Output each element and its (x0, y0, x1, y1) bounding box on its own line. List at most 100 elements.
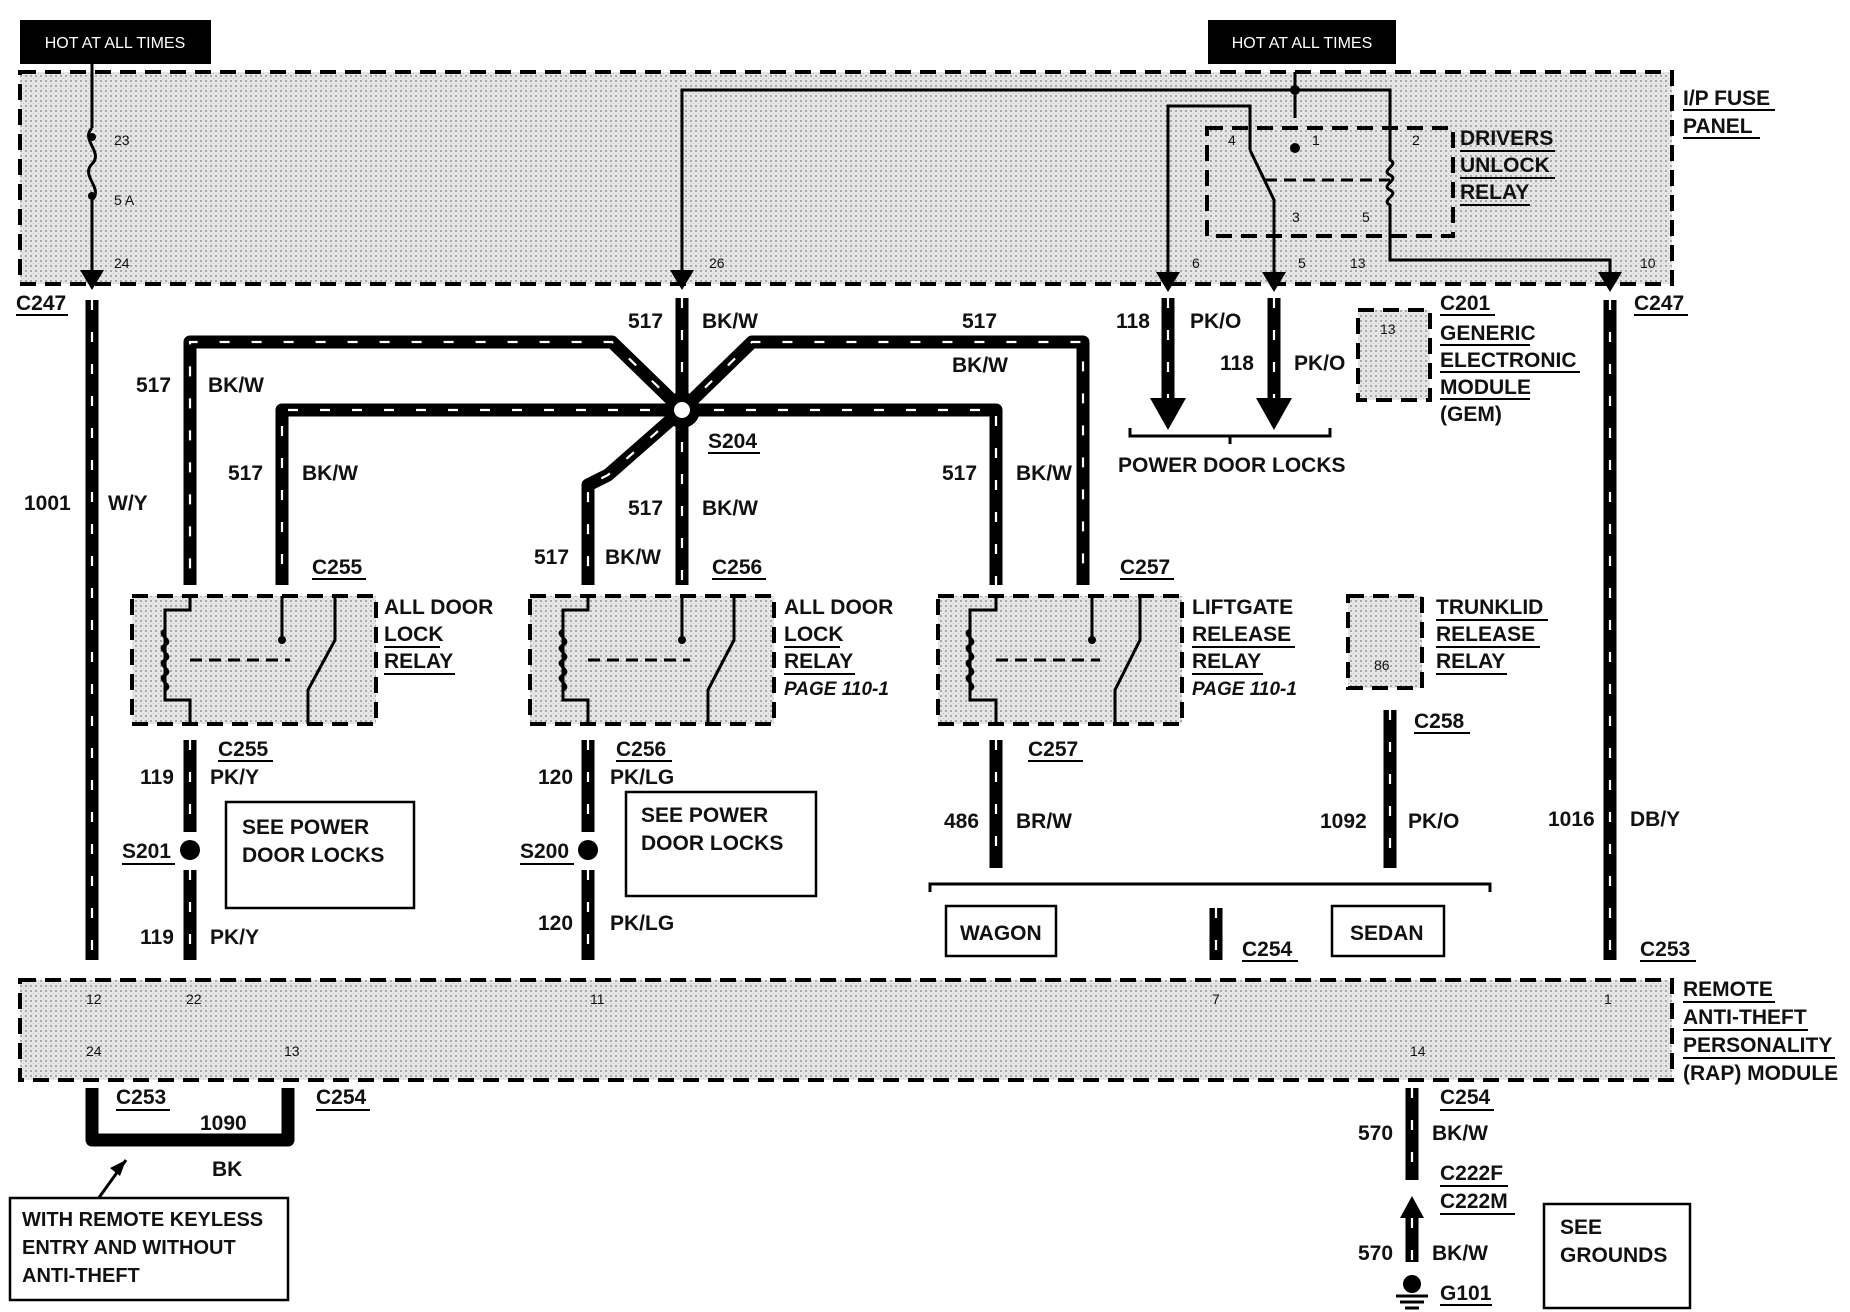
keyless-note: WITH REMOTE KEYLESS ENTRY AND WITHOUT AN… (8, 1196, 290, 1302)
keyless-note-2: ENTRY AND WITHOUT (22, 1237, 236, 1259)
wire-118b-color: PK/O (1294, 352, 1345, 375)
see-pdl-b-1: SEE POWER (641, 804, 768, 827)
all-door-lock-relay-a (130, 594, 378, 726)
fuse-rating: 5 A (114, 192, 135, 208)
wire-1090-circuit: 1090 (200, 1112, 247, 1135)
wire-119-bottom-color: PK/Y (210, 926, 259, 949)
c222-connector-mark (1400, 1196, 1424, 1218)
rap-pin-1: 1 (1604, 991, 1612, 1007)
wire-517-inner-right-color: BK/W (1016, 462, 1072, 485)
rap-module (18, 978, 1674, 1082)
wire-570-top-color: BK/W (1432, 1122, 1488, 1145)
see-power-door-locks-b: SEE POWER DOOR LOCKS (624, 790, 818, 898)
gem-connector: C201 (1440, 292, 1491, 315)
wire-486-circuit: 486 (944, 810, 979, 833)
wire-1016-color: DB/Y (1630, 808, 1680, 831)
see-grounds-1: SEE (1560, 1216, 1602, 1239)
fuse-pin-out: 24 (114, 255, 130, 271)
splice-s201-label: S201 (122, 840, 171, 863)
wire-119-top-color: PK/Y (210, 766, 259, 789)
rap-name-1: REMOTE (1683, 978, 1773, 1001)
see-pdl-a-1: SEE POWER (242, 816, 369, 839)
wire-119-top-circuit: 119 (140, 766, 174, 789)
wire-1092-circuit: 1092 (1320, 810, 1367, 833)
rap-name-2: ANTI-THEFT (1683, 1006, 1807, 1029)
power-door-locks-label: POWER DOOR LOCKS (1118, 454, 1346, 477)
wire-1016-circuit: 1016 (1548, 808, 1595, 831)
wire-517-down-circuit: 517 (628, 497, 663, 520)
wire-517-diag-circuit: 517 (534, 546, 569, 569)
ip-fuse-panel-name: I/P FUSE PANEL (1683, 87, 1775, 139)
keyless-note-3: ANTI-THEFT (22, 1265, 140, 1287)
wire-517-inner-left-circuit: 517 (228, 462, 263, 485)
relay-name-3: RELAY (1460, 181, 1529, 204)
drivers-unlock-relay-name: DRIVERS UNLOCK RELAY (1460, 127, 1555, 206)
wire-1092-color: PK/O (1408, 810, 1459, 833)
relay-b-page: PAGE 110-1 (784, 679, 889, 700)
gem-name-4: (GEM) (1440, 403, 1502, 426)
connector-c256-bottom: C256 (616, 738, 666, 761)
wire-118a-color: PK/O (1190, 310, 1241, 333)
fuse-panel-pin-6: 6 (1192, 255, 1200, 271)
liftgate-page: PAGE 110-1 (1192, 679, 1297, 700)
ground-g101: G101 (1396, 1275, 1492, 1310)
rap-module-name: REMOTE ANTI-THEFT PERSONALITY (RAP) MODU… (1683, 978, 1838, 1085)
fuse-5a: 23 5 A 24 (87, 64, 135, 278)
connector-c222m: C222M (1440, 1190, 1508, 1213)
wire-517-inner-left-color: BK/W (302, 462, 358, 485)
wire-517-top-color: BK/W (702, 310, 758, 333)
liftgate-name-3: RELAY (1192, 650, 1261, 673)
rap-pin-7: 7 (1212, 991, 1220, 1007)
liftgate-name-2: RELEASE (1192, 623, 1291, 646)
trunklid-name-2: RELEASE (1436, 623, 1535, 646)
relay-pin-4: 4 (1228, 132, 1236, 148)
connector-c258: C258 (1414, 710, 1465, 733)
wire-486-color: BR/W (1016, 810, 1072, 833)
wire-517-outer-left-circuit: 517 (136, 374, 171, 397)
wire-517-top-circuit: 517 (628, 310, 663, 333)
wire-119-bottom-circuit: 119 (140, 926, 174, 949)
connector-c253-right: C253 (1640, 938, 1690, 961)
gem-name-2: ELECTRONIC (1440, 349, 1577, 372)
gem-name-3: MODULE (1440, 376, 1531, 399)
gem-module: 13 C201 GENERIC ELECTRONIC MODULE (GEM) (1356, 292, 1580, 426)
wire-1090-color: BK (212, 1158, 242, 1181)
rap-name-4: (RAP) MODULE (1683, 1062, 1838, 1085)
all-door-lock-relay-a-name: ALL DOOR LOCK RELAY (384, 596, 493, 675)
relay-a-name-1: ALL DOOR (384, 596, 493, 619)
rap-pin-11: 11 (590, 991, 605, 1007)
wire-120-top-circuit: 120 (538, 766, 573, 789)
rap-pin-14: 14 (1410, 1043, 1426, 1059)
trunklid-name-3: RELAY (1436, 650, 1505, 673)
all-door-lock-relay-b (528, 594, 776, 726)
see-pdl-a-2: DOOR LOCKS (242, 844, 384, 867)
rap-pin-13: 13 (284, 1043, 300, 1059)
relay-pin-3: 3 (1292, 209, 1300, 225)
relay-b-name-1: ALL DOOR (784, 596, 893, 619)
fuse-panel-internal-wiring: 26 6 5 13 10 (680, 72, 1656, 283)
relay-pin-5: 5 (1362, 209, 1370, 225)
all-door-lock-relay-b-name: ALL DOOR LOCK RELAY PAGE 110-1 (784, 596, 893, 700)
wire-570-top-circuit: 570 (1358, 1122, 1393, 1145)
wire-517-down-color: BK/W (702, 497, 758, 520)
see-grounds: SEE GROUNDS (1542, 1202, 1692, 1310)
wire-118b-circuit: 118 (1220, 352, 1254, 375)
connector-c247-left: C247 (16, 292, 66, 315)
connector-c254-bottom-right: C254 (1440, 1086, 1491, 1109)
splice-s201: S201 (122, 840, 200, 865)
arrow-marks (80, 270, 1622, 430)
wire-517-diag-color: BK/W (605, 546, 661, 569)
relay-b-name-3: RELAY (784, 650, 853, 673)
fuse-panel-pin-26: 26 (709, 255, 725, 271)
liftgate-release-relay-name: LIFTGATE RELEASE RELAY PAGE 110-1 (1192, 596, 1297, 700)
wire-120-top-color: PK/LG (610, 766, 674, 789)
trunklid-release-relay: 86 (1346, 594, 1424, 690)
variant-sedan: SEDAN (1350, 922, 1424, 945)
ground-g101-label: G101 (1440, 1282, 1492, 1305)
rap-module-pins: 12 22 11 7 1 24 13 14 (86, 991, 1612, 1059)
wire-517-inner-right-circuit: 517 (942, 462, 977, 485)
connector-c255-bottom: C255 (218, 738, 269, 761)
fuse-panel-pin-13: 13 (1350, 255, 1366, 271)
rap-pin-24: 24 (86, 1043, 102, 1059)
trunklid-name-1: TRUNKLID (1436, 596, 1543, 619)
